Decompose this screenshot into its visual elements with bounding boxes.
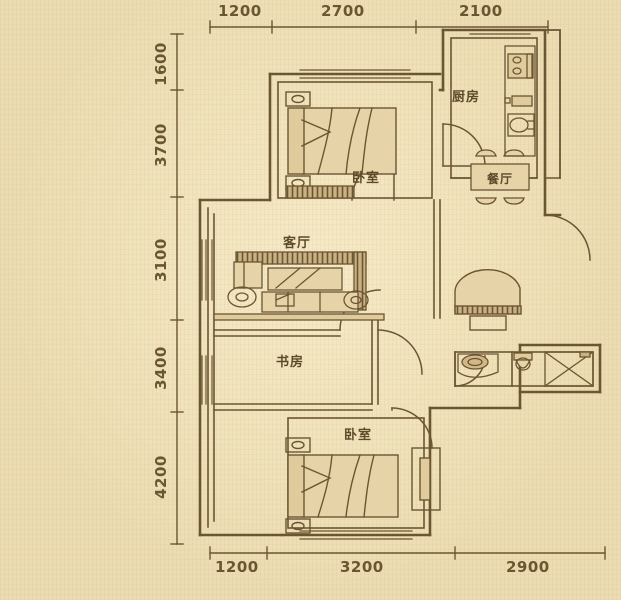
room-label-dining-room: 餐厅	[487, 172, 514, 186]
dim-bottom-3: 2900	[506, 558, 550, 576]
dimension-line-left	[170, 33, 184, 545]
dining-set	[470, 149, 530, 205]
dim-left-5: 4200	[152, 455, 170, 499]
dimension-line-top	[209, 20, 549, 34]
dim-left-3: 3100	[152, 238, 170, 282]
furniture-bedroom-bottom	[285, 437, 441, 534]
dim-bottom-1: 1200	[215, 558, 259, 576]
dim-top-3: 2100	[459, 2, 503, 20]
kitchen-fixtures	[504, 45, 536, 157]
dim-top-2: 2700	[321, 2, 365, 20]
furniture-living-room	[213, 251, 385, 321]
dim-left-4: 3400	[152, 346, 170, 390]
room-label-living-room: 客厅	[283, 236, 312, 251]
windows	[201, 29, 531, 540]
room-label-study: 书房	[276, 355, 305, 370]
dimension-line-bottom	[209, 546, 606, 560]
piano	[454, 269, 522, 331]
bathroom-fixtures	[457, 351, 594, 387]
dim-top-1: 1200	[218, 2, 262, 20]
entry-edge	[544, 29, 561, 216]
room-label-kitchen: 厨房	[452, 90, 481, 105]
furniture-bedroom-top	[285, 91, 397, 191]
room-label-bedroom-top: 卧室	[352, 171, 381, 186]
room-label-bedroom-bottom: 卧室	[344, 428, 373, 443]
wardrobe-top-bedroom	[285, 185, 355, 199]
dim-left-2: 3700	[152, 123, 170, 167]
dim-bottom-2: 3200	[340, 558, 384, 576]
dim-left-1: 1600	[152, 42, 170, 86]
